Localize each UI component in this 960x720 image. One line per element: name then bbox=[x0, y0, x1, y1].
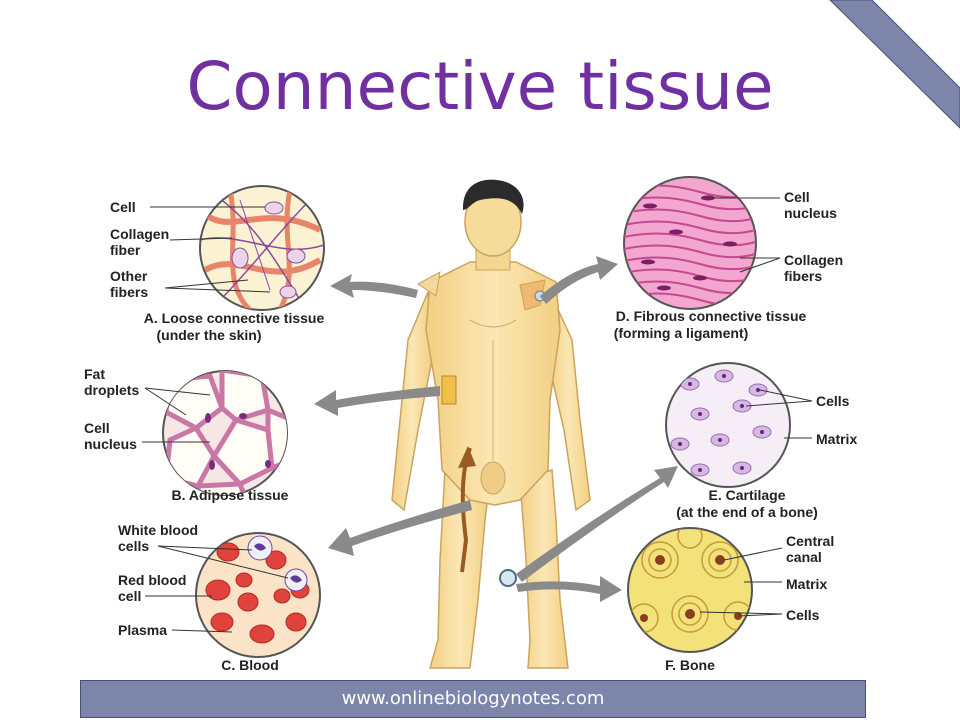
cartilage-circle bbox=[665, 362, 791, 488]
caption-adipose-tissue: B. Adipose tissue bbox=[171, 487, 289, 503]
caption-fibrous-tissue: D. Fibrous connective tissue (forming a … bbox=[613, 308, 807, 341]
loose-leader-lines bbox=[150, 206, 271, 293]
label-red-blood: Red blood bbox=[118, 572, 187, 588]
label-central: Central bbox=[786, 533, 835, 549]
label-collagen: Collagen bbox=[110, 226, 170, 242]
label-plasma: Plasma bbox=[118, 622, 168, 638]
label-cells-c: cells bbox=[118, 538, 150, 554]
label-matrix-e: Matrix bbox=[816, 431, 858, 447]
caption-loose-tissue: A. Loose connective tissue (under the sk… bbox=[143, 310, 325, 343]
blood-circle bbox=[195, 532, 321, 658]
cartilage-leader-lines bbox=[745, 389, 813, 439]
label-cell-c: cell bbox=[118, 588, 142, 604]
label-white-blood: White blood bbox=[118, 522, 199, 538]
fibrous-tissue-circle bbox=[623, 176, 757, 310]
page-title: Connective tissue bbox=[186, 48, 774, 125]
caption-blood: C. Blood bbox=[221, 657, 279, 673]
label-droplets: droplets bbox=[84, 382, 140, 398]
label-fibers: fibers bbox=[110, 284, 149, 300]
footer-url: www.onlinebiologynotes.com bbox=[80, 680, 866, 718]
label-cells-e: Cells bbox=[816, 393, 850, 409]
label-matrix-f: Matrix bbox=[786, 576, 828, 592]
label-canal: canal bbox=[786, 549, 822, 565]
fibrous-leader-lines bbox=[712, 197, 781, 273]
human-figure bbox=[391, 179, 591, 669]
label-collagen-d: Collagen bbox=[784, 252, 844, 268]
blood-leader-lines bbox=[145, 545, 289, 633]
bone-leader-lines bbox=[699, 547, 783, 617]
caption-cartilage: E. Cartilage (at the end of a bone) bbox=[676, 487, 818, 520]
label-nucleus-d: nucleus bbox=[784, 205, 837, 221]
label-cell-d: Cell bbox=[784, 189, 810, 205]
label-cell-b: Cell bbox=[84, 420, 110, 436]
label-cell: Cell bbox=[110, 199, 136, 215]
label-fat: Fat bbox=[84, 366, 105, 382]
label-cells-f: Cells bbox=[786, 607, 820, 623]
caption-bone: F. Bone bbox=[665, 657, 715, 673]
bone-circle bbox=[627, 527, 753, 653]
label-fiber: fiber bbox=[110, 242, 141, 258]
adipose-leader-lines bbox=[142, 387, 211, 443]
label-fibers-d: fibers bbox=[784, 268, 823, 284]
pointer-arrows bbox=[314, 256, 678, 602]
label-other: Other bbox=[110, 268, 148, 284]
loose-tissue-circle bbox=[199, 185, 325, 311]
label-nucleus-b: nucleus bbox=[84, 436, 137, 452]
